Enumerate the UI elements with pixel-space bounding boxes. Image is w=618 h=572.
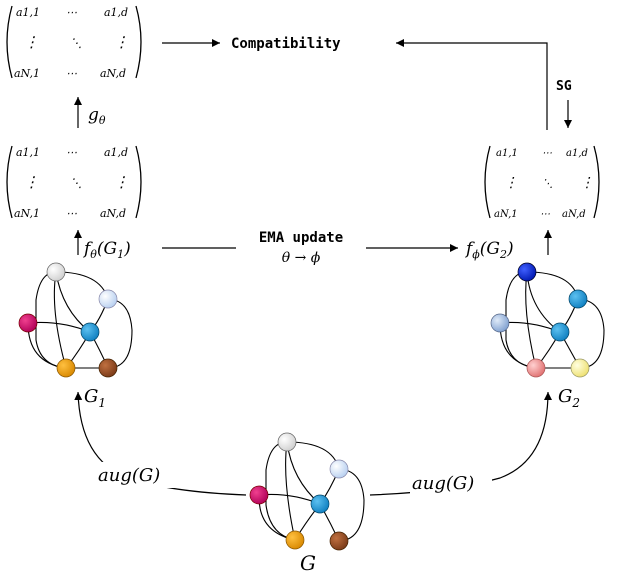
ema-rule-label: θ → ϕ	[282, 250, 321, 266]
node-magenta	[249, 485, 269, 505]
node-orange	[56, 358, 76, 378]
matrix-entry-a1d: a1,d	[104, 6, 128, 19]
matrix-entry-an1: aN,1	[14, 207, 40, 220]
matrix-entry-a11: a1,1	[496, 148, 518, 159]
matrix-ddots: ⋱	[542, 177, 553, 190]
aug-left-backdrop	[96, 462, 178, 488]
node-blue	[310, 494, 330, 514]
predictor-label: gθ	[88, 105, 106, 127]
matrix-ddots: ⋱	[70, 176, 82, 190]
g2-label: G2	[558, 386, 580, 410]
graph-g	[249, 432, 365, 551]
node-brown	[329, 531, 349, 551]
matrix-vdots: ⋮	[24, 33, 39, 51]
matrix-hdots: ⋯	[66, 67, 77, 80]
node-steel-blue	[490, 313, 510, 333]
matrix-entry-an1: aN,1	[494, 209, 518, 220]
aug-right-label: aug(G)	[412, 473, 474, 494]
matrix-hdots: ⋯	[540, 209, 550, 220]
node-light-blue	[98, 289, 118, 309]
node-blue	[80, 322, 100, 342]
node-yellow	[570, 358, 590, 378]
matrix-ddots: ⋱	[70, 36, 82, 50]
ema-update-label: EMA update	[259, 230, 343, 246]
matrix-vdots: ⋮	[504, 175, 518, 191]
node-dark-blue	[517, 262, 537, 282]
target-encoder-label: fϕ(G2)	[464, 239, 514, 261]
matrix-entry-a1d: a1,d	[104, 146, 128, 159]
node-white	[277, 432, 297, 452]
node-light-blue	[329, 459, 349, 479]
matrix-hdots: ⋯	[66, 207, 77, 220]
aug-right-backdrop	[410, 470, 492, 496]
node-blue	[550, 322, 570, 342]
node-white	[46, 262, 66, 282]
node-blue	[568, 289, 588, 309]
matrix-mid-right: a1,1 ⋯ a1,d ⋮ ⋱ ⋮ aN,1 ⋯ aN,d	[484, 145, 600, 220]
arrow-to-compatibility-right	[396, 39, 548, 130]
matrix-vdots: ⋮	[580, 175, 594, 191]
matrix-entry-a11: a1,1	[16, 146, 40, 159]
matrix-hdots: ⋯	[542, 148, 552, 159]
matrix-entry-and: aN,d	[100, 67, 126, 80]
node-magenta	[18, 313, 38, 333]
ema-label-backdrop	[236, 226, 366, 268]
node-pink	[526, 358, 546, 378]
matrix-hdots: ⋯	[66, 6, 77, 19]
matrix-top-left: a1,1 ⋯ a1,d ⋮ ⋱ ⋮ aN,1 ⋯ aN,d	[6, 5, 142, 80]
matrix-entry-a1d: a1,d	[566, 148, 588, 159]
stop-gradient-label: SG	[556, 79, 572, 94]
matrix-entry-an1: aN,1	[14, 67, 40, 80]
node-orange	[285, 530, 305, 550]
online-encoder-label: fθ(G1)	[82, 239, 131, 261]
aug-left-label: aug(G)	[98, 465, 160, 486]
matrix-mid-left: a1,1 ⋯ a1,d ⋮ ⋱ ⋮ aN,1 ⋯ aN,d	[6, 145, 142, 220]
matrix-vdots: ⋮	[114, 33, 129, 51]
matrix-vdots: ⋮	[24, 173, 39, 191]
graph-g1	[18, 262, 133, 378]
graph-g2	[490, 262, 605, 378]
g1-label: G1	[84, 386, 106, 410]
node-brown	[98, 358, 118, 378]
matrix-entry-and: aN,d	[562, 209, 586, 220]
matrix-entry-and: aN,d	[100, 207, 126, 220]
compatibility-label: Compatibility	[231, 36, 341, 52]
matrix-hdots: ⋯	[66, 146, 77, 159]
matrix-vdots: ⋮	[114, 173, 129, 191]
matrix-entry-a11: a1,1	[16, 6, 40, 19]
g-label: G	[300, 551, 316, 572]
